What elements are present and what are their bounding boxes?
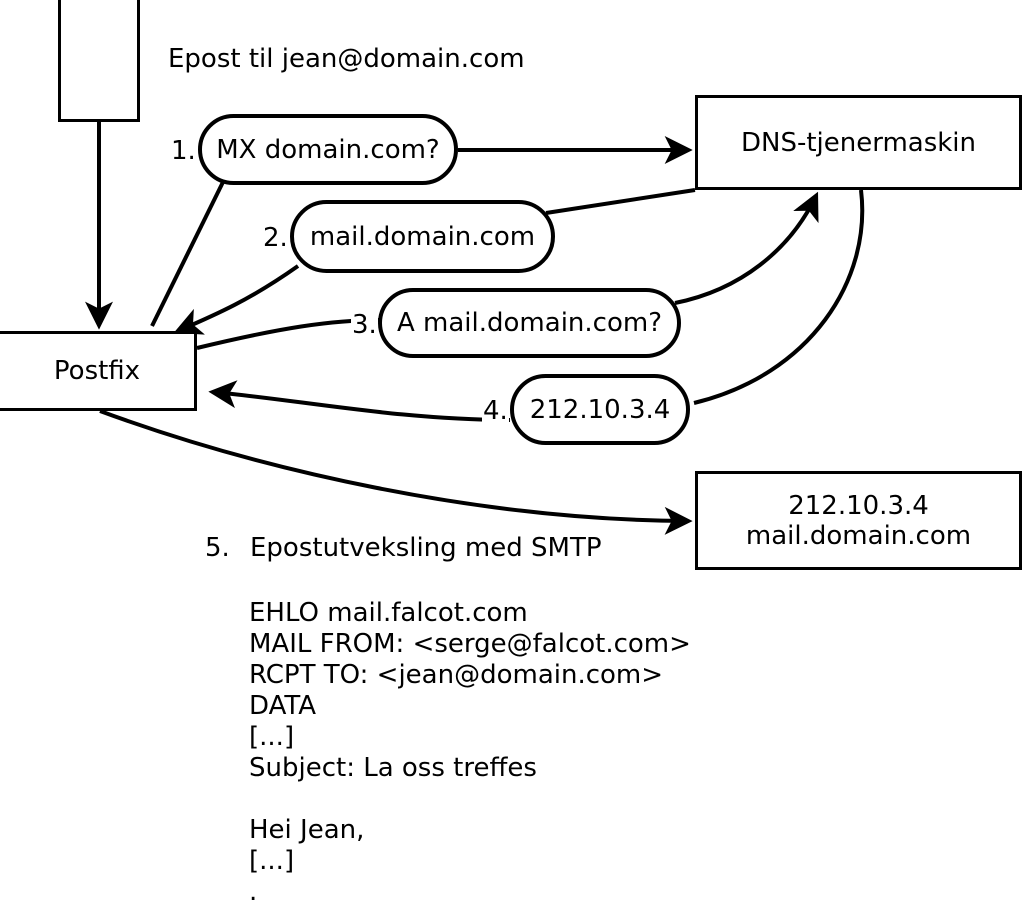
target-mailserver-ip: 212.10.3.4 xyxy=(788,490,929,521)
step-1-label: MX domain.com? xyxy=(216,134,440,165)
smtp-transcript: EHLO mail.falcot.com MAIL FROM: <serge@f… xyxy=(249,598,691,907)
target-mailserver-host: mail.domain.com xyxy=(745,520,972,551)
target-mailserver-box: 212.10.3.4 mail.domain.com xyxy=(695,471,1022,570)
connector-dns-to-step4 xyxy=(693,189,865,405)
step-5-label: Epostutveksling med SMTP xyxy=(250,533,602,563)
connector-dns-to-step2 xyxy=(545,188,696,215)
step-4-label: 212.10.3.4 xyxy=(529,394,671,425)
connector-step3-to-dns xyxy=(674,191,819,305)
connector-step4-to-postfix xyxy=(208,380,511,422)
step-3-number: 3. xyxy=(351,310,378,340)
dns-server-box: DNS-tjenermaskin xyxy=(695,95,1022,190)
connector-postfix-to-target xyxy=(99,409,693,535)
step-2-number: 2. xyxy=(262,223,289,253)
client-box xyxy=(58,0,140,122)
connector-postfix-to-step1 xyxy=(150,179,226,327)
postfix-box-label: Postfix xyxy=(53,356,141,386)
step-3-label: A mail.domain.com? xyxy=(397,308,662,338)
step-2-label: mail.domain.com xyxy=(309,221,536,252)
step-4-pill: 212.10.3.4 xyxy=(510,374,690,445)
step-4-number: 4. xyxy=(482,396,509,426)
step-5-number: 5. xyxy=(205,533,230,563)
postfix-box: Postfix xyxy=(0,331,197,411)
connector-step2-to-postfix xyxy=(173,264,300,335)
step-1-number: 1. xyxy=(170,136,197,166)
step-2-pill: mail.domain.com xyxy=(290,200,555,273)
page-title: Epost til jean@domain.com xyxy=(168,44,525,74)
dns-server-box-label: DNS-tjenermaskin xyxy=(740,127,977,158)
step-3-pill: A mail.domain.com? xyxy=(378,288,681,358)
step-1-pill: MX domain.com? xyxy=(198,114,458,185)
